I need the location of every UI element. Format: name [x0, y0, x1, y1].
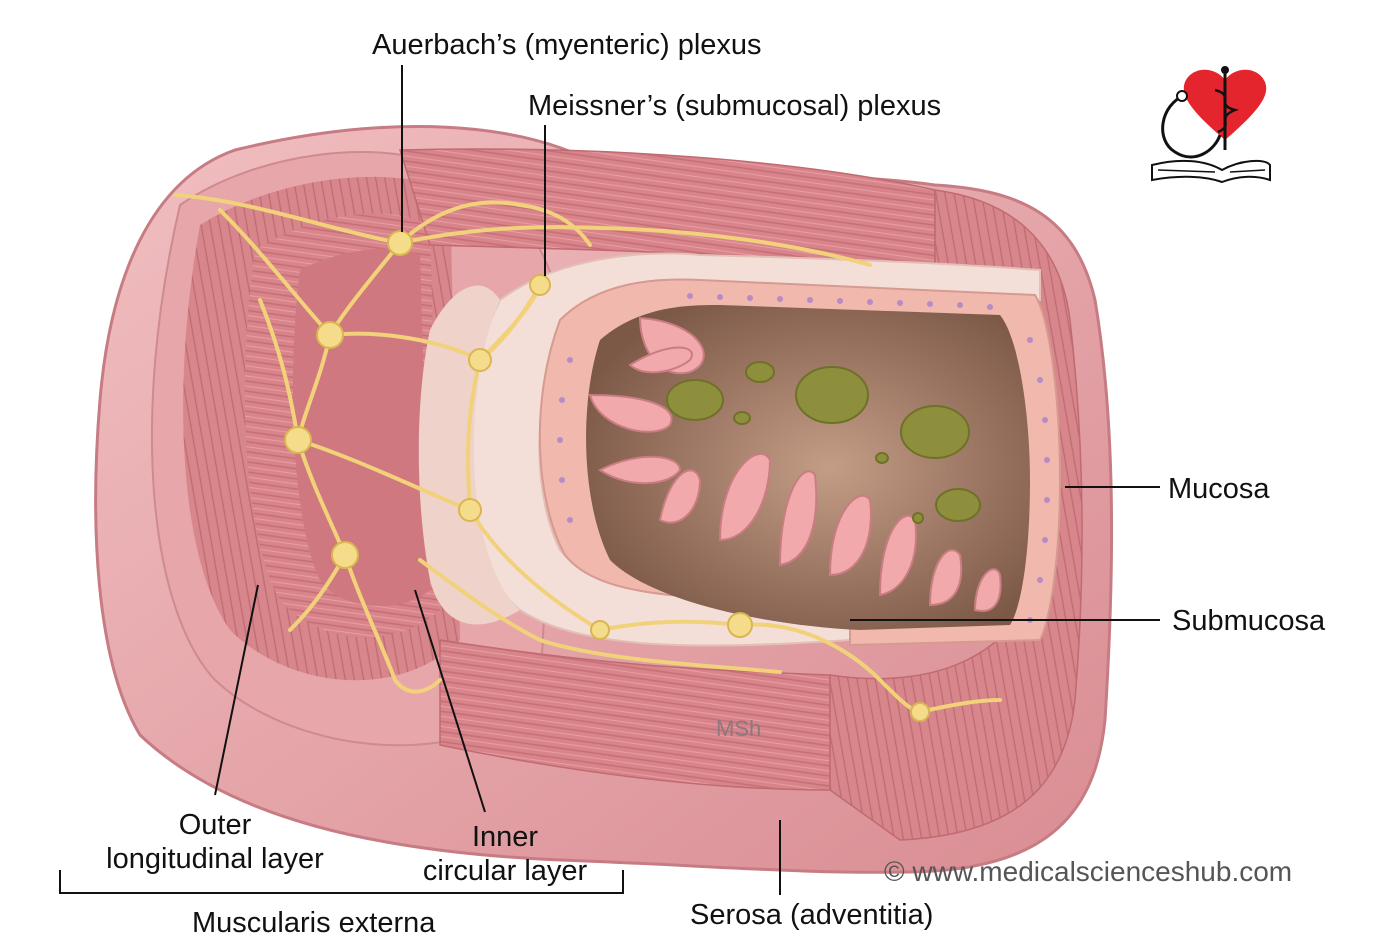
label-inner-line2: circular layer	[422, 855, 588, 887]
label-meissner-plexus: Meissner’s (submucosal) plexus	[528, 90, 942, 122]
heart-stethoscope-caduceus-book-logo	[1151, 66, 1271, 184]
watermark: MSh	[716, 716, 762, 741]
mucosa-layer	[538, 278, 1062, 647]
nerve-ganglia	[284, 230, 930, 722]
copyright-credit: © www.medicalscienceshub.com	[884, 856, 1293, 887]
muscularis-externa-block	[183, 148, 1083, 841]
label-submucosa: Submucosa	[1172, 605, 1326, 637]
label-leader-lines	[59, 65, 1160, 895]
label-outer-line2: longitudinal layer	[106, 843, 324, 875]
label-mucosa: Mucosa	[1168, 473, 1270, 505]
label-outer-line1: Outer	[178, 809, 252, 841]
label-outer-longitudinal-layer: Outer longitudinal layer	[90, 808, 340, 876]
label-inner-line1: Inner	[471, 821, 539, 853]
label-muscularis-externa: Muscularis externa	[192, 907, 436, 939]
label-auerbach-plexus: Auerbach’s (myenteric) plexus	[372, 29, 762, 61]
enteric-nerve-plexus	[173, 193, 1002, 714]
label-serosa: Serosa (adventitia)	[690, 899, 934, 931]
label-inner-circular-layer: Inner circular layer	[400, 820, 610, 888]
